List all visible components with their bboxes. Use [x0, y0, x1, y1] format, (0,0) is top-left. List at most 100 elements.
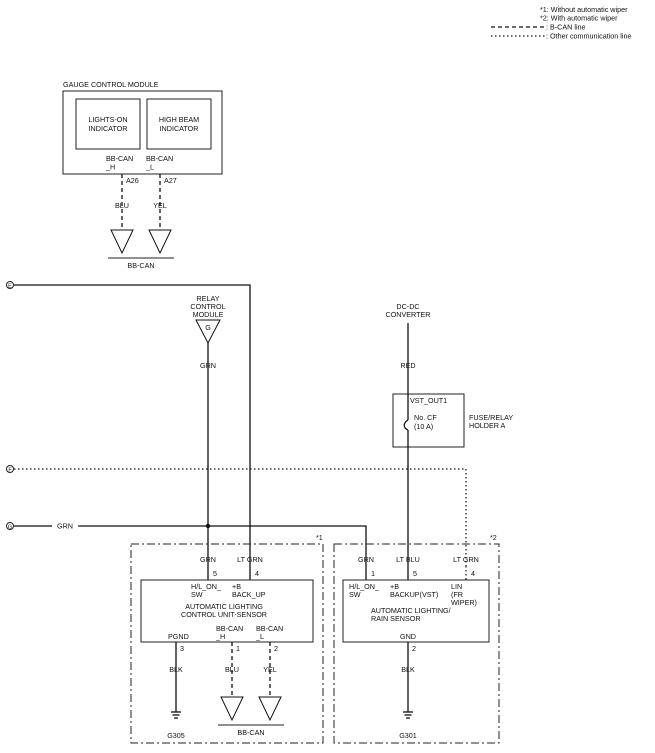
unit1-can-l-connector	[258, 696, 282, 722]
gauge-pin-bbcan-h-1: BB-CAN	[106, 154, 133, 163]
unit1-pin-hl-on-sw-2: SW	[191, 590, 203, 599]
connector-e-marker	[6, 281, 14, 289]
connector-g-wire-right	[78, 525, 367, 566]
unit1-wire-lt-grn: LT GRN	[237, 555, 263, 564]
automatic-lighting-control-unit: *1 GRN LT GRN 5 4 H/L_ON_ SW +B BACK_UP …	[130, 533, 324, 744]
unit1-term-4: 4	[255, 569, 259, 578]
relay-control-module: RELAY CONTROL MODULE G GRN	[190, 294, 226, 566]
unit1-term-1: 1	[236, 644, 240, 653]
legend-note-2: *2: With automatic wiper	[540, 14, 618, 23]
connector-f-wire	[14, 468, 467, 566]
connector-g-label: G	[8, 525, 12, 531]
legend-bcan-label: : B-CAN line	[546, 23, 586, 32]
fuse-holder-label-1: FUSE/RELAY	[469, 413, 513, 422]
dcdc-label-2: CONVERTER	[386, 310, 431, 319]
gauge-module-box	[62, 90, 223, 175]
unit2-name-1: AUTOMATIC LIGHTING/	[371, 606, 451, 615]
unit2-pin-hl-on-sw-2: SW	[349, 590, 361, 599]
connector-g-circuit: G GRN	[6, 522, 367, 566]
high-beam-indicator-label-1: HIGH BEAM	[159, 115, 199, 124]
unit2-term-1: 1	[371, 569, 375, 578]
unit1-term-3: 3	[180, 644, 184, 653]
gauge-pin-bbcan-l-2: _L	[145, 163, 154, 172]
unit2-term-5: 5	[413, 569, 417, 578]
connector-f-marker	[6, 465, 14, 473]
unit2-term-4: 4	[471, 569, 475, 578]
dcdc-label-1: DC-DC	[396, 302, 419, 311]
legend-note-1: *1: Without automatic wiper	[540, 5, 628, 14]
unit1-variant-boundary	[130, 543, 324, 744]
unit2-pin-gnd: GND	[400, 632, 416, 641]
relay-connector	[195, 319, 221, 345]
gauge-wire-yel: YEL	[153, 201, 167, 210]
unit1-pin-can-h-2: _H	[215, 632, 225, 641]
ground-symbol-g301	[403, 711, 413, 719]
high-beam-indicator-label-2: INDICATOR	[160, 124, 199, 133]
fuse-symbol	[403, 419, 409, 431]
gauge-term-a27: A27	[164, 176, 177, 185]
unit2-pin-lin-3: WIPER)	[451, 598, 477, 607]
unit2-variant-tag: *2	[490, 533, 497, 542]
legend-other-label: : Other communication line	[546, 32, 632, 41]
connector-f-circuit: F	[6, 465, 467, 566]
unit2-wire-lt-blu: LT BLU	[396, 555, 420, 564]
gauge-control-module: GAUGE CONTROL MODULE LIGHTS-ON INDICATOR…	[62, 80, 223, 270]
automatic-lighting-rain-sensor: *2 GRN LT BLU LT GRN 1 5 4 H/L_ON_ SW +B…	[333, 533, 500, 744]
unit1-pin-hl-on-sw-1: H/L_ON_	[191, 582, 222, 591]
unit1-ground-g305: G305	[167, 731, 185, 740]
unit1-wire-yel: YEL	[263, 665, 277, 674]
gauge-pin-bbcan-h-2: _H	[105, 163, 115, 172]
high-beam-indicator-box	[146, 98, 212, 150]
dcdc-fuse-circuit: DC-DC CONVERTER RED VST_OUT1 No. CF (10 …	[386, 302, 513, 566]
unit1-variant-tag: *1	[316, 533, 323, 542]
unit1-name-2: CONTROL UNIT-SENSOR	[181, 610, 267, 619]
connector-g-marker	[6, 522, 14, 530]
unit1-wire-blk: BLK	[169, 665, 183, 674]
unit1-pin-backup-2: BACK_UP	[232, 590, 266, 599]
unit2-pin-hl-on-sw-1: H/L_ON_	[349, 582, 380, 591]
unit2-pin-backup-1: +B	[390, 582, 399, 591]
connector-e-wire	[14, 284, 251, 566]
gauge-bbcan-bus-label: BB-CAN	[127, 261, 154, 270]
unit1-pin-can-h-1: BB-CAN	[216, 624, 243, 633]
relay-label-1: RELAY	[196, 294, 219, 303]
relay-label-2: CONTROL	[190, 302, 225, 311]
unit1-bbcan-bus-label: BB-CAN	[237, 728, 264, 737]
gauge-wire-blu: BLU	[115, 201, 129, 210]
gauge-module-title: GAUGE CONTROL MODULE	[63, 80, 159, 89]
unit1-can-h-connector	[220, 696, 244, 722]
unit2-pin-backup-2: BACKUP(VST)	[390, 590, 438, 599]
fuse-relay-holder-box	[392, 393, 465, 448]
connector-g-wire-grn: GRN	[57, 522, 73, 531]
unit2-term-2: 2	[412, 644, 416, 653]
connector-e-label: E	[8, 284, 12, 290]
unit2-pin-lin-2: (FR	[451, 590, 463, 599]
relay-wire-grn: GRN	[200, 361, 216, 370]
gauge-term-a26: A26	[126, 176, 139, 185]
relay-label-3: MODULE	[193, 310, 224, 319]
lights-on-indicator-label-1: LIGHTS-ON	[88, 115, 127, 124]
ground-symbol-g305	[171, 711, 181, 719]
unit2-wire-grn: GRN	[358, 555, 374, 564]
unit2-name-2: RAIN SENSOR	[371, 614, 421, 623]
legend: *1: Without automatic wiper *2: With aut…	[491, 5, 632, 41]
unit1-pin-can-l-2: _L	[255, 632, 264, 641]
relay-pin-g: G	[205, 323, 211, 332]
unit1-wire-blu: BLU	[225, 665, 239, 674]
unit1-pin-pgnd: PGND	[168, 632, 189, 641]
unit2-wire-blk: BLK	[401, 665, 415, 674]
unit2-box	[342, 579, 490, 643]
unit1-box	[140, 579, 314, 643]
connector-f-label: F	[8, 468, 12, 474]
fuse-amps: (10 A)	[414, 422, 433, 431]
dcdc-wire-red: RED	[400, 361, 415, 370]
lights-on-indicator-label-2: INDICATOR	[89, 124, 128, 133]
unit1-term-2: 2	[274, 644, 278, 653]
unit1-name-1: AUTOMATIC LIGHTING	[185, 602, 263, 611]
unit2-variant-boundary	[333, 543, 500, 744]
fuse-terminal-vst-out1: VST_OUT1	[410, 396, 447, 405]
unit1-wire-grn: GRN	[200, 555, 216, 564]
unit2-wire-lt-grn: LT GRN	[453, 555, 479, 564]
unit1-pin-can-l-1: BB-CAN	[256, 624, 283, 633]
